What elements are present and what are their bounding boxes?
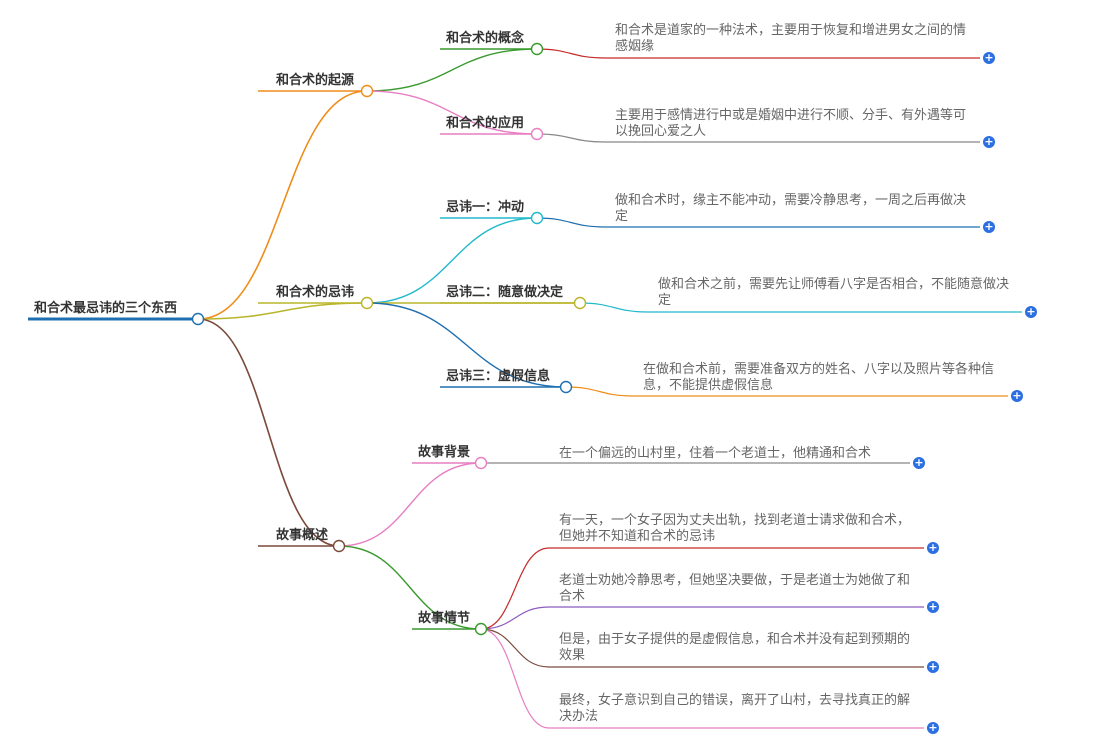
root-topic: 和合术最忌讳的三个东西 (34, 301, 178, 316)
subtopic-connector (366, 90, 538, 135)
branch-node[interactable] (360, 296, 374, 310)
subtopic-node[interactable] (530, 127, 544, 141)
leaf-text: 但是，由于女子提供的是虚假信息，和合术并没有起到预期的效果 (559, 632, 911, 663)
subtopic: 忌讳二：随意做决定 (446, 285, 564, 300)
plus-circle-icon[interactable]: + (913, 456, 925, 469)
leaf-connector (480, 628, 550, 729)
leaf-text: 和合术是道家的一种法术，主要用于恢复和增进男女之间的情感姻缘 (615, 23, 967, 54)
subtopic: 故事背景 (418, 445, 471, 460)
subtopic-node[interactable] (559, 380, 573, 394)
plus-circle-icon[interactable]: + (1011, 389, 1023, 402)
subtopic-connector (338, 545, 482, 630)
branch-node[interactable] (360, 84, 374, 98)
subtopic-node[interactable] (474, 622, 488, 636)
plus-circle-icon[interactable]: + (1025, 305, 1037, 318)
branch-connector (197, 318, 340, 547)
leaf-text: 做和合术时，缘主不能冲动，需要冷静思考，一周之后再做决定 (615, 193, 967, 224)
subtopic-node[interactable] (474, 456, 488, 470)
leaf-text: 在做和合术前，需要准备双方的姓名、八字以及照片等各种信息，不能提供虚假信息 (643, 362, 995, 393)
leaf-text: 有一天，一个女子因为丈夫出轨，找到老道士请求做和合术，但她并不知道和合术的忌讳 (559, 513, 911, 544)
subtopic-node[interactable] (573, 296, 587, 310)
leaf-connector (536, 217, 606, 228)
subtopic-node[interactable] (530, 42, 544, 56)
subtopic-connector (366, 217, 538, 304)
subtopic-connector (366, 302, 567, 388)
branch-topic: 故事概述 (276, 528, 329, 543)
leaf-text: 老道士劝她冷静思考，但她坚决要做，于是老道士为她做了和合术 (559, 573, 911, 604)
leaf-text: 在一个偏远的山村里，住着一个老道士，他精通和合术 (559, 446, 872, 461)
plus-circle-icon[interactable]: + (927, 721, 939, 734)
leaf-connector (536, 48, 606, 59)
root-node[interactable] (191, 312, 205, 326)
branch-topic: 和合术的起源 (276, 73, 355, 88)
plus-circle-icon[interactable]: + (983, 51, 995, 64)
subtopic: 和合术的应用 (446, 116, 525, 131)
subtopic: 忌讳一：冲动 (446, 200, 525, 215)
leaf-connector (536, 133, 606, 143)
leaf-connector (480, 628, 550, 668)
leaf-text: 最终，女子意识到自己的错误，离开了山村，去寻找真正的解决办法 (559, 693, 911, 724)
branch-node[interactable] (332, 539, 346, 553)
subtopic-node[interactable] (530, 211, 544, 225)
plus-circle-icon[interactable]: + (927, 541, 939, 554)
subtopic: 忌讳三：虚假信息 (446, 369, 551, 384)
branch-connector (197, 90, 368, 320)
leaf-connector (480, 547, 550, 630)
leaf-connector (579, 302, 649, 313)
plus-circle-icon[interactable]: + (927, 600, 939, 613)
leaf-connector (565, 386, 634, 397)
subtopic-connector (338, 462, 482, 547)
subtopic: 故事情节 (418, 611, 471, 626)
leaf-text: 主要用于感情进行中或是婚姻中进行不顺、分手、有外遇等可以挽回心爱之人 (615, 108, 967, 139)
plus-circle-icon[interactable]: + (927, 660, 939, 673)
plus-circle-icon[interactable]: + (983, 135, 995, 148)
subtopic: 和合术的概念 (446, 31, 525, 46)
plus-circle-icon[interactable]: + (983, 220, 995, 233)
leaf-text: 做和合术之前，需要先让师傅看八字是否相合，不能随意做决定 (658, 277, 1010, 308)
branch-topic: 和合术的忌讳 (276, 285, 355, 300)
leaf-connector (480, 606, 550, 630)
subtopic-connector (366, 48, 538, 92)
